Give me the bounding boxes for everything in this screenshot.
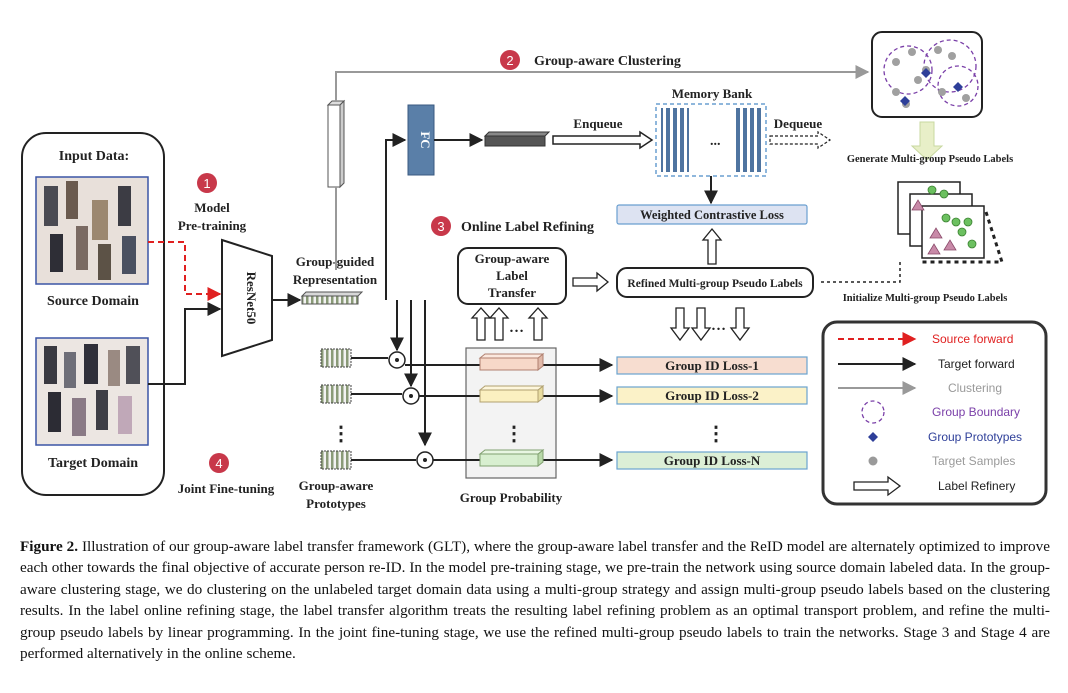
clustering-feature-vector [326,99,346,189]
stage-4-number: 4 [215,456,222,471]
legend-target-forward: Target forward [838,357,1015,371]
input-data-panel: Input Data: Source Domain Target Domain [21,132,165,496]
weighted-contrastive-loss-label: Weighted Contrastive Loss [640,208,784,222]
refined-to-loss-hollow-arrow [701,227,723,265]
source-domain-label: Source Domain [47,294,139,309]
legend-group-boundary-label: Group Boundary [932,405,1020,419]
resnet50-label: ResNet50 [244,272,259,325]
target-domain-images [35,337,149,446]
weighted-contrastive-loss-box [616,204,808,225]
target-domain-label: Target Domain [48,456,138,471]
input-data-title: Input Data: [59,149,129,164]
stage-1-label-line2: Pre-training [178,218,247,233]
clustering-result-panel [871,31,983,118]
legend-group-boundary: Group Boundary [861,400,1020,424]
legend-source-forward: Source forward [838,332,1013,346]
refined-to-losses-arrows: … [669,307,751,342]
group-id-loss-2: Group ID Loss-2 [616,386,808,405]
group-probability-label: Group Probability [460,490,563,505]
label-transfer-line2: Label [496,268,528,283]
label-transfer-line3: Transfer [488,285,536,300]
group-id-loss-1: Group ID Loss-1 [616,356,808,375]
probability-ellipsis: ⋮ [504,423,524,445]
legend-target-forward-label: Target forward [938,357,1015,371]
figure-caption: Figure 2. Illustration of our group-awar… [20,536,1050,664]
group-id-loss-N-label: Group ID Loss-N [664,453,761,468]
stage-3-label: Online Label Refining [461,220,594,235]
stage-2-label: Group-aware Clustering [534,54,681,69]
stage-3-online-label-refining: 3 Online Label Refining [431,216,594,236]
group-id-loss-2-label: Group ID Loss-2 [665,388,759,403]
dequeue-label: Dequeue [774,116,823,131]
legend-clustering-label: Clustering [948,381,1002,395]
figure-label: Figure 2. [20,538,79,555]
legend: Source forward Target forward Clustering… [821,320,1048,506]
group-id-loss-N: Group ID Loss-N [616,451,808,470]
legend-source-forward-label: Source forward [932,332,1013,346]
legend-clustering: Clustering [838,381,1002,395]
refined-labels-box [616,267,814,298]
representation-label-line2: Representation [293,272,378,287]
clustering-arrow [335,65,870,101]
fc-feature-vector [483,131,551,147]
loss-ellipsis: ⋮ [706,423,726,445]
resnet50-backbone: ResNet50 [221,238,273,358]
stage-2-group-aware-clustering: 2 Group-aware Clustering [500,50,681,70]
group-aware-prototypes: ⋮ [320,348,352,470]
group-guided-representation-vector [300,291,364,305]
enqueue-label: Enqueue [573,116,622,131]
prototypes-label-line2: Prototypes [306,496,366,511]
memory-bank-ellipsis: ... [710,134,721,149]
enqueue-arrow [552,130,654,150]
legend-target-samples-label: Target Samples [932,454,1015,468]
source-domain-images [35,176,149,285]
stage-1-number: 1 [203,176,210,191]
generate-labels-arrow [910,121,944,161]
prototypes-label-line1: Group-aware [299,478,374,493]
fc-layer: FC [407,104,435,176]
down-arrows-ellipsis: … [711,318,726,334]
generate-labels-label: Generate Multi-group Pseudo Labels [847,154,1013,165]
arrows-ellipsis: … [509,320,524,336]
legend-label-refinery-label: Label Refinery [938,479,1015,493]
stage-2-number: 2 [506,53,513,68]
fc-input-arrow [385,133,407,300]
group-probability-bars: ⋮ [478,352,545,468]
stage-3-badge [431,216,451,236]
legend-target-samples: Target Samples [868,454,1015,468]
legend-group-prototypes-label: Group Prototypes [928,430,1022,444]
legend-label-refinery: Label Refinery [853,475,1015,497]
memory-bank-label: Memory Bank [672,86,753,101]
transfer-to-refined-hollow-arrow [572,271,610,293]
dequeue-arrow [769,130,832,150]
caption-text: Illustration of our group-aware label tr… [20,538,1050,663]
prototypes-ellipsis: ⋮ [331,423,351,445]
stage-1-label-line1: Model [194,200,230,215]
stage-4-badge [209,453,229,473]
framework-diagram: Input Data: Source Domain Target Domain … [21,31,1048,511]
source-forward-arrow [148,241,222,301]
multi-group-label-cards [897,181,1005,264]
initialize-connector [820,262,901,283]
stage-4-joint-finetuning: 4 Joint Fine-tuning [178,453,275,496]
stage-3-number: 3 [437,219,444,234]
target-forward-arrow [148,302,222,385]
stage-2-badge [500,50,520,70]
refined-labels-label: Refined Multi-group Pseudo Labels [627,278,803,290]
stage-1-model-pretraining: 1 Model Pre-training [178,173,247,233]
memory-bank: ... [655,103,767,177]
stage-1-badge [197,173,217,193]
label-transfer-line1: Group-aware [475,251,550,266]
initialize-labels-label: Initialize Multi-group Pseudo Labels [843,293,1008,304]
probability-to-transfer-arrows: … [470,307,549,341]
legend-group-prototypes: Group Prototypes [868,430,1022,444]
stage-4-label: Joint Fine-tuning [178,481,275,496]
label-transfer-box [457,247,567,305]
fc-label: FC [418,131,433,148]
group-id-loss-1-label: Group ID Loss-1 [665,358,759,373]
